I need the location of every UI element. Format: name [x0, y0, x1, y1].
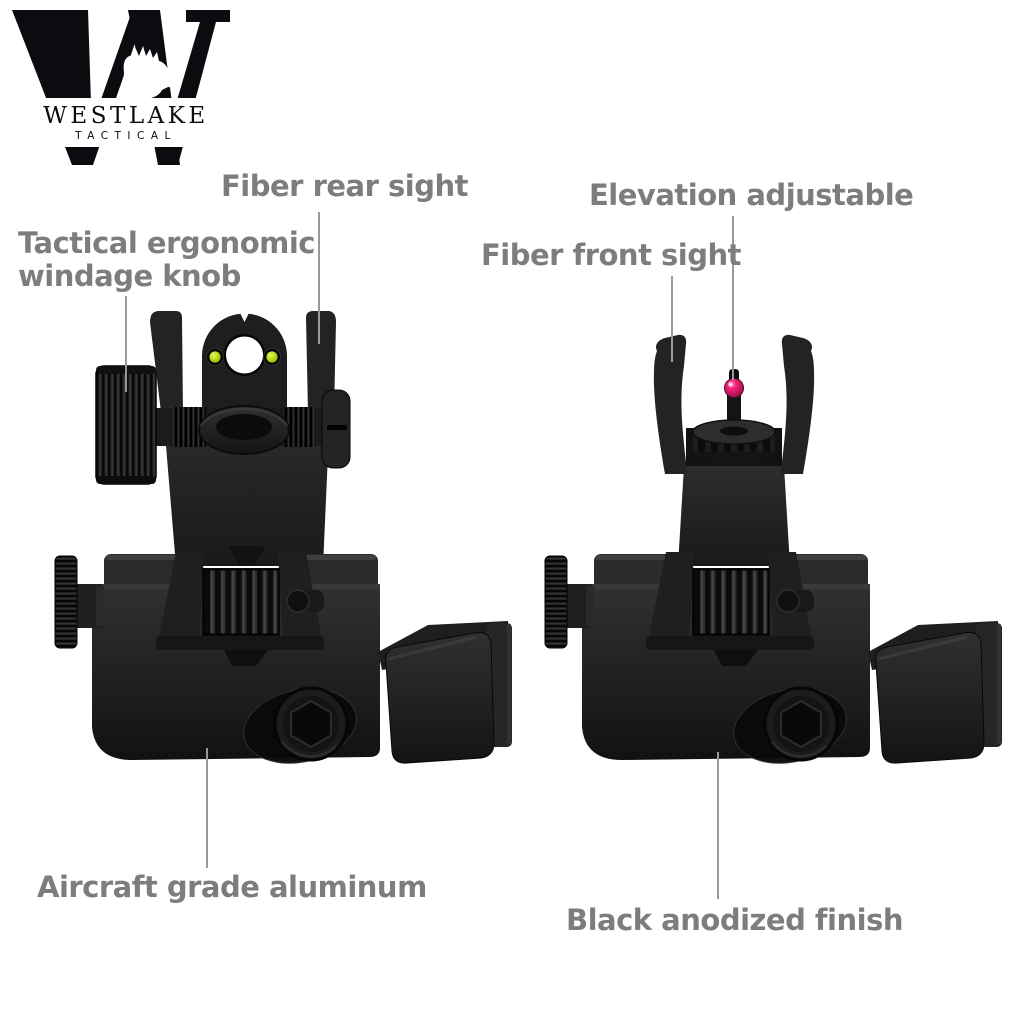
rear-aperture-housing — [202, 311, 287, 415]
rear-sight — [95, 311, 351, 566]
front-sight — [653, 334, 815, 566]
label-windage-knob: Tactical ergonomic windage knob — [18, 226, 315, 293]
label-elevation-adjustable: Elevation adjustable — [589, 178, 914, 212]
brand-logo-mark: WESTLAKE TACTICAL — [8, 10, 238, 165]
rear-mount-base — [53, 550, 514, 775]
brand-logo: WESTLAKE TACTICAL — [8, 6, 238, 171]
callout-line-black-anodized — [717, 752, 719, 899]
label-fiber-rear-sight: Fiber rear sight — [221, 169, 468, 203]
label-aircraft-aluminum: Aircraft grade aluminum — [37, 870, 427, 904]
front-mount-base — [543, 550, 1004, 775]
label-black-anodized: Black anodized finish — [566, 903, 903, 937]
elevation-wheel — [692, 419, 776, 464]
brand-name: WESTLAKE — [43, 103, 208, 129]
red-fiber-dot — [724, 378, 744, 398]
deer-head-icon — [123, 46, 177, 99]
callout-line-windage-knob — [125, 296, 127, 392]
aperture-drum — [198, 405, 290, 455]
callout-line-fiber-rear-sight — [318, 212, 320, 344]
green-fiber-dots — [206, 348, 281, 366]
brand-subtitle: TACTICAL — [74, 130, 177, 142]
front-sight-ears — [653, 334, 815, 474]
rear-sight-leaf — [163, 410, 330, 566]
callout-line-elevation-adjustable — [732, 216, 734, 380]
rear-sight-ears — [150, 311, 336, 412]
label-fiber-front-sight: Fiber front sight — [481, 238, 742, 272]
callout-line-aircraft-aluminum — [206, 748, 208, 868]
callout-line-fiber-front-sight — [671, 276, 673, 362]
